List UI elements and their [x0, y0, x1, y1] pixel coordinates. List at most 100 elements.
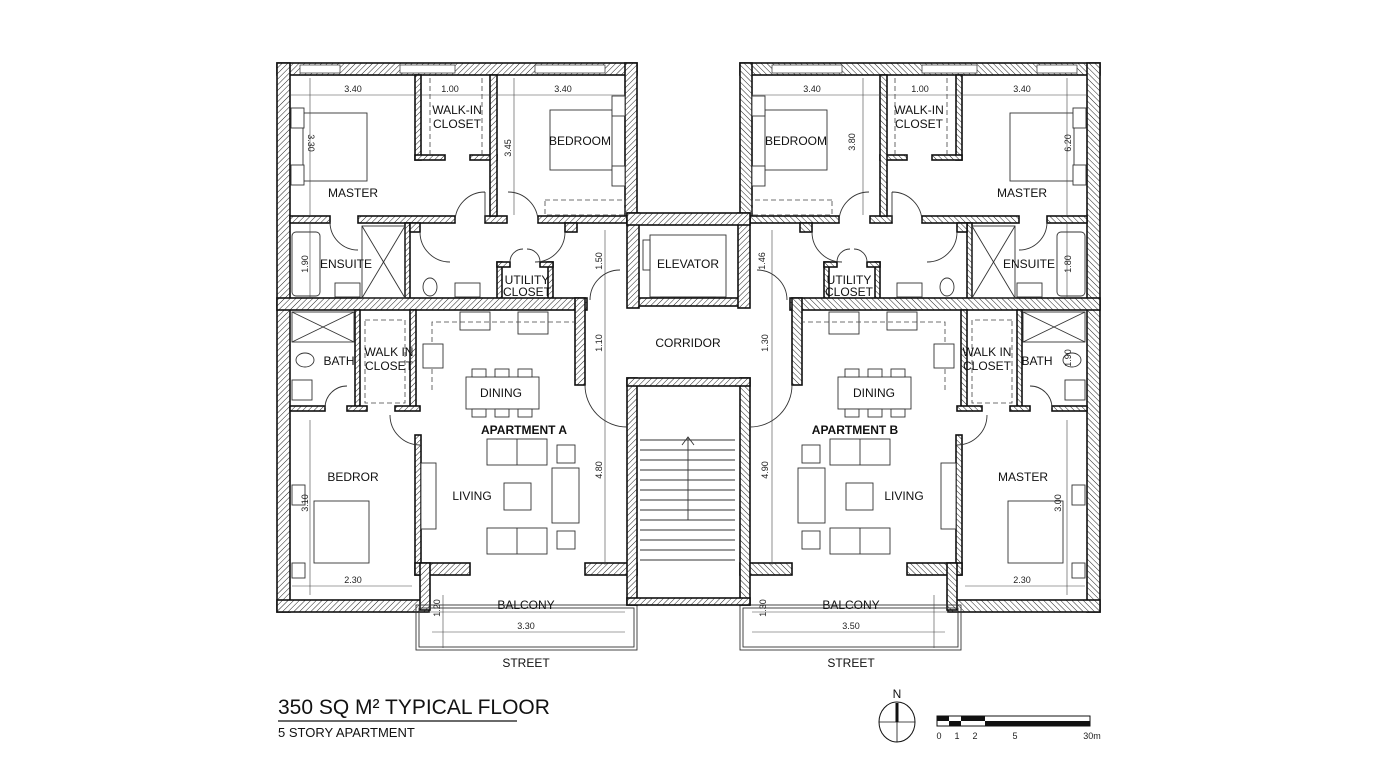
- dimension: 3.40: [803, 84, 821, 94]
- bathtub: [291, 231, 321, 297]
- wall: [357, 215, 456, 224]
- window: [399, 64, 456, 74]
- coffee-table: [503, 482, 532, 511]
- scale-tick: 30m: [1083, 731, 1101, 741]
- balcony-railing: [415, 604, 638, 651]
- bed: [549, 109, 613, 171]
- dimension: 6.20: [1063, 134, 1073, 152]
- dimension: 3.00: [1053, 494, 1063, 512]
- door: [419, 231, 451, 263]
- ensuite-label: ENSUITE: [320, 257, 372, 271]
- walls: [276, 62, 638, 613]
- scale-tick: 5: [1012, 731, 1017, 741]
- wall: [354, 309, 361, 409]
- dimension: 2.30: [1013, 575, 1031, 585]
- bedroom-2-label: BEDROR: [327, 470, 379, 484]
- north-label: N: [893, 687, 902, 701]
- bed: [313, 500, 370, 564]
- wall: [539, 261, 554, 268]
- wall: [409, 222, 421, 233]
- dimension: 3.50: [842, 621, 860, 631]
- dimension: 1.00: [441, 84, 459, 94]
- armchair: [556, 530, 576, 550]
- dimension: 3.45: [503, 139, 513, 157]
- apartment-a-label: APARTMENT A: [481, 423, 567, 437]
- toilet: [422, 277, 438, 297]
- nightstand: [290, 164, 305, 186]
- wall: [404, 222, 411, 301]
- wall: [484, 215, 508, 224]
- master-2-label: MASTER: [998, 470, 1048, 484]
- staircase: [640, 439, 735, 561]
- wall: [564, 222, 578, 233]
- shower: [291, 311, 355, 343]
- living-label: LIVING: [884, 489, 923, 503]
- balcony-label: BALCONY: [822, 598, 879, 612]
- tv-unit: [420, 462, 437, 530]
- dining-label: DINING: [480, 386, 522, 400]
- scale-tick: 2: [972, 731, 977, 741]
- dimension: 3.10: [300, 494, 310, 512]
- living-label: LIVING: [452, 489, 491, 503]
- north-arrow-icon: N: [878, 687, 916, 743]
- scale-tick: 0: [936, 731, 941, 741]
- wall: [414, 154, 446, 161]
- apartment-a-geometry: [276, 62, 638, 651]
- sink: [291, 379, 313, 401]
- sink: [334, 282, 361, 298]
- stove: [422, 343, 444, 369]
- closet-rail: [364, 319, 406, 404]
- door: [507, 191, 539, 223]
- nightstand: [290, 107, 305, 129]
- walk-in-closet-label: CLOSET: [433, 117, 482, 131]
- wall: [537, 215, 628, 224]
- wall: [626, 597, 751, 606]
- scale-tick: 1: [954, 731, 959, 741]
- wardrobe: [544, 199, 626, 216]
- street-label: STREET: [502, 656, 550, 670]
- door: [324, 385, 348, 409]
- dimension: 3.40: [554, 84, 572, 94]
- wall: [346, 405, 368, 412]
- dimension: 1.90: [1063, 349, 1073, 367]
- bedroom-label: BEDROOM: [549, 134, 611, 148]
- dimension: 3.30: [517, 621, 535, 631]
- walk-in-closet-label: WALK-IN: [894, 103, 944, 117]
- wall: [737, 212, 751, 309]
- wall: [276, 599, 430, 613]
- elevator-car: [649, 234, 727, 298]
- street-label: STREET: [827, 656, 875, 670]
- apartment-a-labels: WALK-IN CLOSET BEDROOM MASTER ENSUITE UT…: [300, 84, 611, 670]
- building-core: [626, 212, 751, 606]
- bath-label: BATH: [323, 354, 354, 368]
- furniture: [290, 78, 638, 651]
- wall: [289, 215, 331, 224]
- fridge: [517, 311, 549, 335]
- window: [534, 64, 606, 74]
- toilet: [295, 352, 315, 368]
- utility-closet-label: CLOSET: [503, 285, 552, 299]
- corridor-label: CORRIDOR: [655, 336, 721, 350]
- wall: [636, 297, 741, 307]
- nightstand: [611, 95, 626, 117]
- bed: [302, 112, 368, 182]
- wall: [394, 405, 421, 412]
- dimension: 2.30: [344, 575, 362, 585]
- dimension: 1.30: [760, 334, 770, 352]
- wall: [626, 377, 638, 606]
- dimension: 1.30: [758, 599, 768, 617]
- dimension: 3.30: [306, 134, 316, 152]
- wall: [419, 562, 431, 611]
- drawing-subtitle: 5 STORY APARTMENT: [278, 725, 415, 740]
- shower: [361, 225, 406, 299]
- dimension: 4.80: [594, 461, 604, 479]
- scale-bar: 0 1 2 5 30m: [936, 715, 1101, 741]
- walk-in-closet-label: WALK-IN: [432, 103, 482, 117]
- elevator-label: ELEVATOR: [657, 257, 719, 271]
- wall: [496, 261, 511, 268]
- walk-in-closet-label: CLOSET: [895, 117, 944, 131]
- dining-label: DINING: [853, 386, 895, 400]
- apartment-b-labels: WALK-IN CLOSET BEDROOM MASTER ENSUITE UT…: [757, 84, 1073, 670]
- door: [329, 221, 359, 251]
- utility-closet-label: UTILITY: [505, 273, 550, 287]
